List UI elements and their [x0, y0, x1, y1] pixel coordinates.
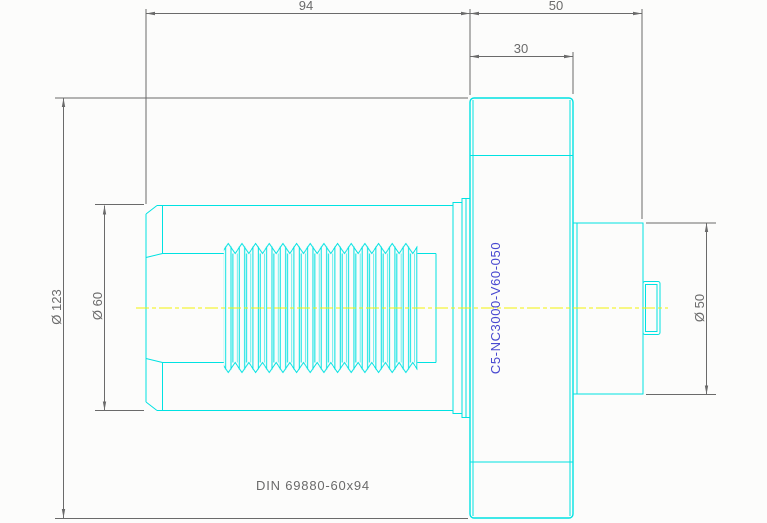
dimensions: 94 50 30 Ø 123 Ø 60 Ø — [49, 0, 716, 519]
dim-shank-dia: Ø 60 — [90, 204, 144, 411]
dim-spindle-dia: Ø 50 — [646, 222, 716, 395]
dim-dia50-label: Ø 50 — [692, 294, 707, 322]
din-designation-label: DIN 69880-60x94 — [256, 478, 370, 493]
flange-face-lines — [470, 155, 573, 463]
dim-50-label: 50 — [549, 0, 563, 13]
dim-flange-dia: Ø 123 — [49, 97, 468, 519]
part-number-label: C5-NC3000-V60-050 — [488, 242, 503, 374]
dim-dia123-label: Ø 123 — [49, 289, 64, 324]
dim-94-label: 94 — [299, 0, 313, 13]
shank-neck-lines — [145, 205, 224, 411]
dim-shank-length: 94 50 — [145, 0, 643, 219]
dim-flange-width: 30 — [470, 41, 574, 94]
dim-30-label: 30 — [514, 41, 528, 56]
dim-dia60-label: Ø 60 — [90, 292, 105, 320]
